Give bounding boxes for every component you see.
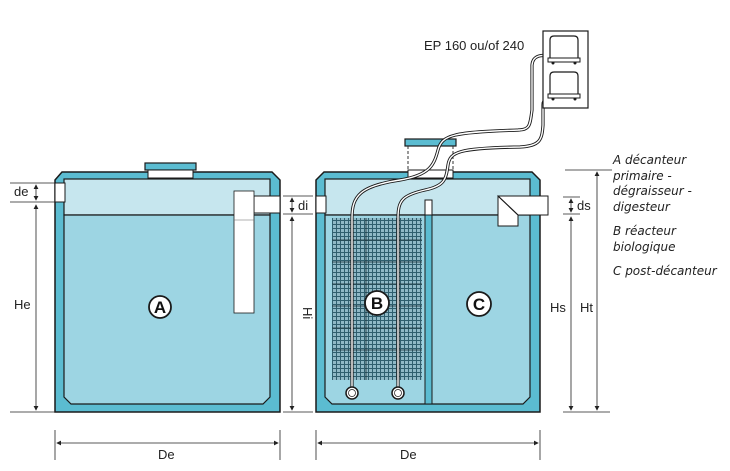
- diffuser-1: [345, 386, 359, 400]
- dim-Hs: Hs: [550, 300, 566, 315]
- dim-De-right: De: [400, 447, 417, 462]
- tank-a: A: [54, 162, 281, 413]
- legend-b: B réacteur biologique: [613, 224, 676, 254]
- legend: A décanteur primaire - dégraisseur - dig…: [613, 153, 730, 289]
- dim-Ht: Ht: [580, 300, 593, 315]
- tank-bc: B C: [315, 53, 559, 413]
- blower-unit: EP 160 ou/of 240: [424, 30, 589, 109]
- diffuser-2: [391, 386, 405, 400]
- tank-bc-manhole-cover: [404, 138, 457, 147]
- marker-a: A: [148, 295, 172, 319]
- dim-De-left: De: [158, 447, 175, 462]
- legend-c: C post-décanteur: [613, 264, 717, 278]
- marker-b: B: [364, 290, 390, 316]
- dim-He: He: [14, 297, 31, 312]
- tank-a-transfer-pipe: [253, 195, 281, 214]
- dimension-lines: [10, 169, 612, 460]
- blower-1-icon: [547, 35, 581, 65]
- tank-bc-inlet-pipe: [315, 195, 327, 214]
- dim-de: de: [14, 184, 28, 199]
- tank-a-manhole: [147, 169, 194, 179]
- tank-a-dip-pipe: [233, 190, 255, 314]
- dim-Hi: Hi: [300, 307, 315, 319]
- tank-a-inlet-pipe: [54, 182, 66, 203]
- partition-wall: [424, 199, 433, 405]
- dim-ds: ds: [577, 198, 591, 213]
- outlet-pipe: [497, 194, 549, 227]
- blower-2-icon: [547, 71, 581, 101]
- tank-bc-manhole: [407, 169, 454, 179]
- blower-label: EP 160 ou/of 240: [424, 38, 524, 53]
- marker-c: C: [466, 291, 492, 317]
- legend-a: A décanteur primaire - dégraisseur - dig…: [613, 153, 692, 214]
- tank-a-manhole-cover: [144, 162, 197, 171]
- marker-a-label: A: [154, 298, 166, 317]
- marker-b-label: B: [371, 294, 383, 313]
- marker-c-label: C: [473, 295, 485, 314]
- dim-di: di: [298, 198, 308, 213]
